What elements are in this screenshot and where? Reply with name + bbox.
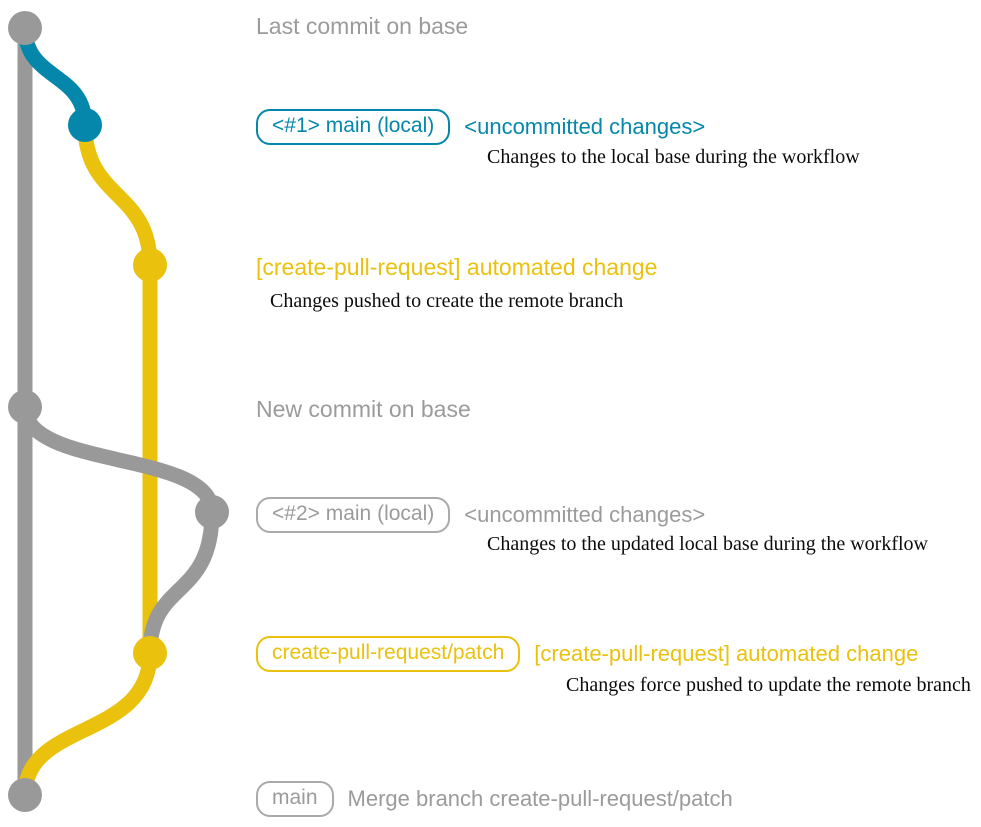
updated-local-to-patch-line: [142, 504, 220, 661]
commit-node-patch-create[interactable]: [133, 248, 167, 282]
entry-local-1: <#1> main (local) <uncommitted changes>: [256, 109, 706, 146]
commit-node-merge[interactable]: [8, 778, 42, 812]
commit-node-base-head[interactable]: [8, 11, 42, 45]
note-local-1: Changes to the local base during the wor…: [487, 146, 860, 168]
note-patch-create: Changes pushed to create the remote bran…: [270, 290, 624, 312]
headline-last-commit-on-base: Last commit on base: [256, 13, 469, 39]
updated-local-branch-line: [17, 399, 220, 520]
note-patch-update: Changes force pushed to update the remot…: [566, 674, 971, 696]
subject-local-1: <uncommitted changes>: [464, 114, 706, 140]
commit-node-base-new[interactable]: [8, 390, 42, 424]
patch-merge-line: [17, 645, 158, 803]
patch-branch-line-upper: [77, 117, 158, 273]
subject-patch-update: [create-pull-request] automated change: [534, 641, 919, 667]
ref-badge-main[interactable]: main: [256, 781, 334, 818]
ref-badge-main-local-2[interactable]: <#2> main (local): [256, 497, 451, 534]
note-local-2: Changes to the updated local base during…: [487, 533, 928, 555]
entry-patch-update: create-pull-request/patch [create-pull-r…: [256, 636, 919, 673]
subject-merge-commit: Merge branch create-pull-request/patch: [347, 786, 733, 812]
entry-merge-commit: main Merge branch create-pull-request/pa…: [256, 781, 733, 818]
subject-local-2: <uncommitted changes>: [464, 502, 706, 528]
headline-patch-create: [create-pull-request] automated change: [256, 254, 658, 280]
entry-local-2: <#2> main (local) <uncommitted changes>: [256, 497, 706, 534]
headline-new-commit-on-base: New commit on base: [256, 396, 471, 422]
commit-node-local-2[interactable]: [195, 495, 229, 529]
commit-node-patch-update[interactable]: [133, 636, 167, 670]
ref-badge-main-local-1[interactable]: <#1> main (local): [256, 109, 451, 146]
commit-node-local-1[interactable]: [68, 108, 102, 142]
ref-badge-create-pull-request-patch[interactable]: create-pull-request/patch: [256, 636, 521, 673]
local-branch-line: [17, 20, 93, 133]
